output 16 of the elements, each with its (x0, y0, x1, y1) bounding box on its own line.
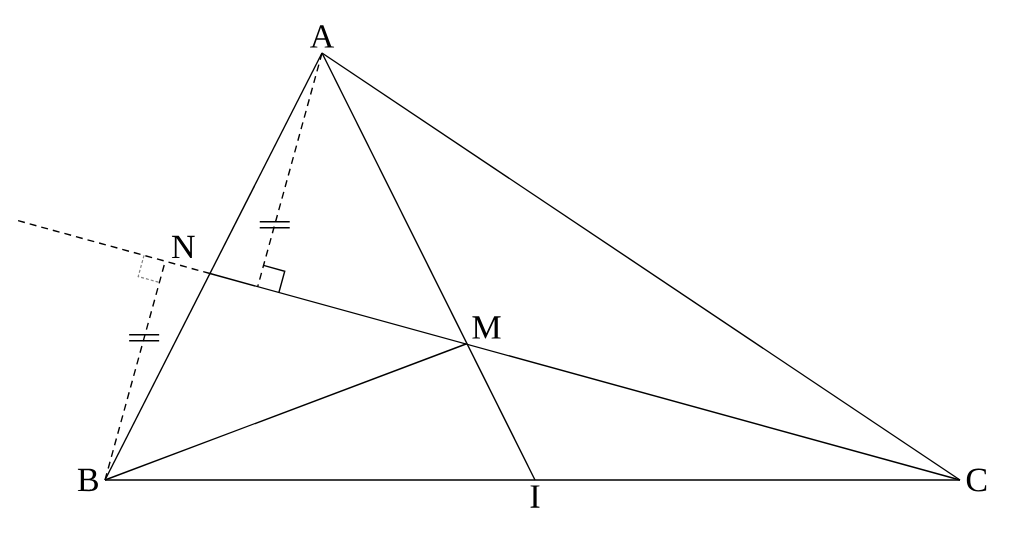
line-segment (209, 272, 961, 481)
line-segment (257, 52, 323, 288)
line-segment (104, 343, 467, 481)
right-angle-mark (262, 264, 286, 294)
point-label: I (530, 485, 540, 508)
right-angle-mark (137, 254, 160, 284)
point-label: B (77, 468, 98, 492)
point-label: M (472, 316, 501, 339)
point-label: N (171, 235, 195, 259)
point-label: C (966, 468, 987, 492)
line-segment (104, 52, 323, 481)
line-segment (321, 52, 961, 481)
point-label: A (310, 25, 335, 48)
line-segment (104, 479, 961, 481)
line-segment (321, 52, 536, 481)
line-segment (17, 219, 211, 275)
